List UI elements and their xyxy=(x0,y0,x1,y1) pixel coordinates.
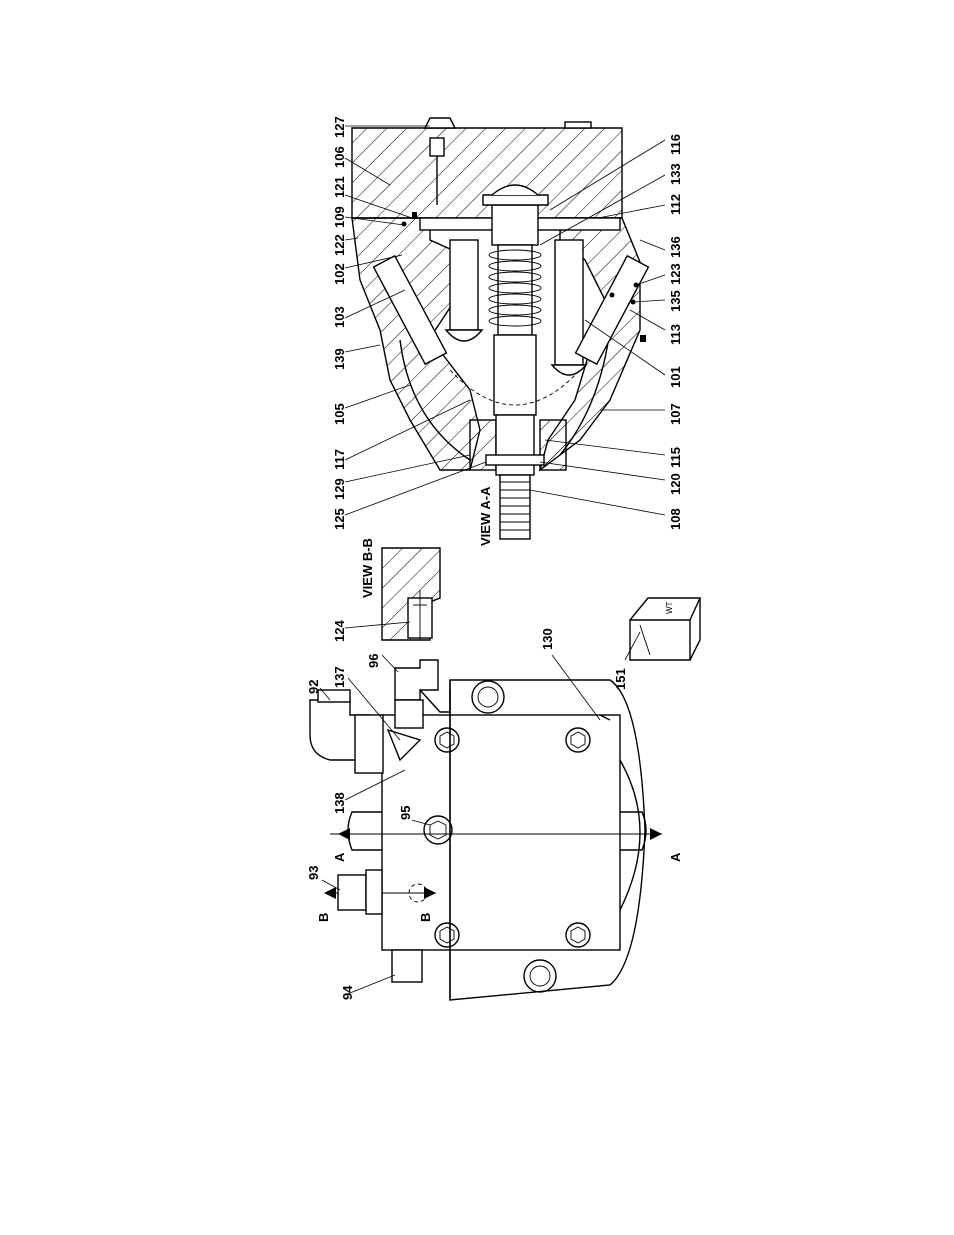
callouts-exterior: 124 92 137 96 138 95 93 94 130 151 xyxy=(306,620,628,1000)
callout-108: 108 xyxy=(668,508,683,530)
exterior-view xyxy=(309,659,662,1001)
callout-129: 129 xyxy=(332,478,347,500)
callout-102: 102 xyxy=(332,263,347,285)
callout-122: 122 xyxy=(332,234,347,256)
callout-96: 96 xyxy=(366,654,381,668)
callout-123: 123 xyxy=(668,263,683,285)
callout-109: 109 xyxy=(332,206,347,228)
callout-117: 117 xyxy=(332,449,347,470)
callout-116: 116 xyxy=(668,134,683,155)
callout-133: 133 xyxy=(668,163,683,185)
view-bb-title: VIEW B-B xyxy=(360,538,375,598)
callout-130: 130 xyxy=(540,628,555,650)
callout-139: 139 xyxy=(332,348,347,370)
callout-93: 93 xyxy=(306,866,321,880)
marker-b-top: B xyxy=(316,913,331,922)
callout-94: 94 xyxy=(340,985,355,1000)
callout-135: 135 xyxy=(668,290,683,312)
callout-95: 95 xyxy=(398,806,413,820)
section-markers: A A B B xyxy=(316,828,683,922)
callout-103: 103 xyxy=(332,306,347,328)
callout-106: 106 xyxy=(332,146,347,168)
callout-115: 115 xyxy=(668,447,683,468)
callout-138: 138 xyxy=(332,792,347,814)
callout-120: 120 xyxy=(668,473,683,495)
tag-label: WT xyxy=(665,601,674,614)
callout-107: 107 xyxy=(668,403,683,425)
callout-101: 101 xyxy=(668,366,683,388)
view-titles: VIEW A-A VIEW B-B xyxy=(360,486,493,598)
shaft-spline xyxy=(500,481,530,531)
section-view-bb xyxy=(381,547,441,641)
center-spring xyxy=(488,249,542,327)
callouts-top: 127 106 121 109 122 102 103 139 105 117 … xyxy=(332,116,347,530)
nameplate-tag: WT xyxy=(629,597,702,661)
view-aa-title: VIEW A-A xyxy=(478,486,493,546)
callout-136: 136 xyxy=(668,236,683,258)
callout-137: 137 xyxy=(332,666,347,688)
callout-105: 105 xyxy=(332,403,347,425)
marker-b-bottom: B xyxy=(418,913,433,922)
callout-127: 127 xyxy=(332,116,347,138)
callout-121: 121 xyxy=(332,176,347,198)
section-view-aa xyxy=(351,117,650,540)
marker-a-top: A xyxy=(332,852,347,862)
leader-lines xyxy=(319,125,666,996)
marker-a-bottom: A xyxy=(668,852,683,862)
callout-125: 125 xyxy=(332,508,347,530)
callout-113: 113 xyxy=(668,324,683,345)
callouts-bottom: 116 133 112 136 123 135 113 101 107 115 … xyxy=(668,134,683,530)
callout-92: 92 xyxy=(306,680,321,694)
callout-151: 151 xyxy=(613,668,628,690)
callout-112: 112 xyxy=(668,194,683,215)
callout-124: 124 xyxy=(332,620,347,642)
